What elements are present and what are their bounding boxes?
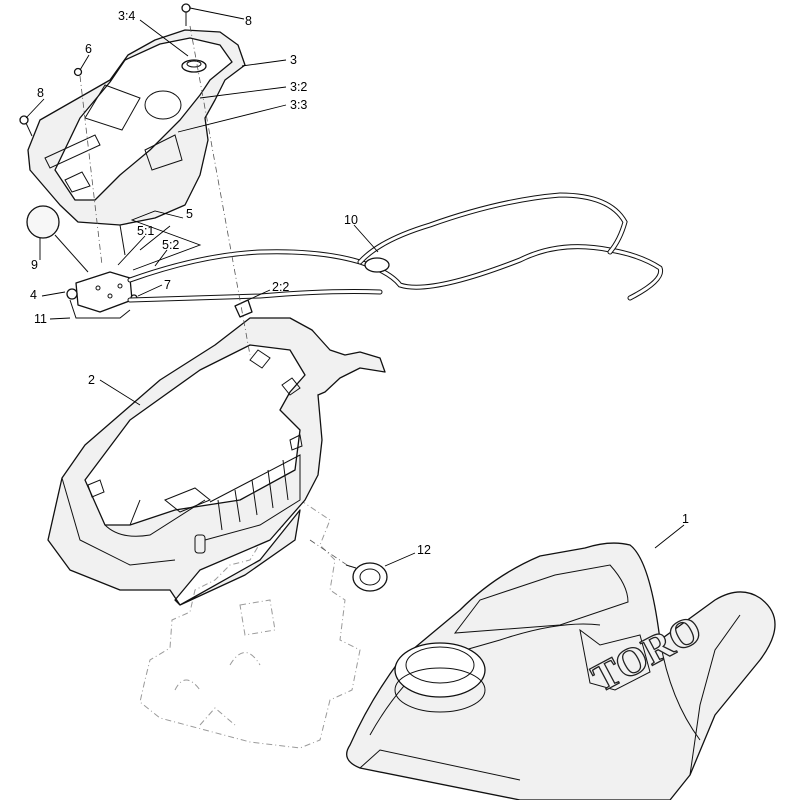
callout-4: 4 <box>30 288 37 302</box>
lever-knob <box>26 205 60 239</box>
callout-6: 6 <box>85 42 92 56</box>
upper-cover-part <box>27 29 246 256</box>
callout-5: 5 <box>186 207 193 221</box>
callout-3-3: 3:3 <box>290 98 307 112</box>
callout-3: 3 <box>290 53 297 67</box>
base-housing-part <box>47 317 386 606</box>
clip-part <box>234 299 253 318</box>
callout-8-left: 8 <box>37 86 44 100</box>
plug <box>73 67 83 77</box>
callout-2: 2 <box>88 373 95 387</box>
callout-7: 7 <box>164 278 171 292</box>
callout-12: 12 <box>417 543 431 557</box>
ghost-frame <box>139 499 361 749</box>
callout-2-2: 2:2 <box>272 280 289 294</box>
callout-leaders <box>25 7 685 567</box>
callout-10: 10 <box>344 213 358 227</box>
screw-top <box>181 3 191 26</box>
callout-9: 9 <box>31 258 38 272</box>
callout-1: 1 <box>682 512 689 526</box>
callout-8-top: 8 <box>245 14 252 28</box>
callout-5-1: 5:1 <box>137 224 154 238</box>
alignment-lines <box>79 25 351 568</box>
callout-labels: 3:4 8 6 3 8 3:2 3:3 5 5:1 5:2 10 9 4 7 2… <box>30 9 689 557</box>
grommet-part <box>345 562 388 592</box>
front-cover-part: TORO <box>346 542 776 800</box>
callout-5-2: 5:2 <box>162 238 179 252</box>
callout-3-2: 3:2 <box>290 80 307 94</box>
control-cable <box>127 192 664 303</box>
throttle-lever-assembly <box>26 205 138 319</box>
callout-11: 11 <box>34 312 47 326</box>
cable-clamp <box>364 257 390 273</box>
screw-left <box>19 115 33 137</box>
callout-3-4: 3:4 <box>118 9 135 23</box>
